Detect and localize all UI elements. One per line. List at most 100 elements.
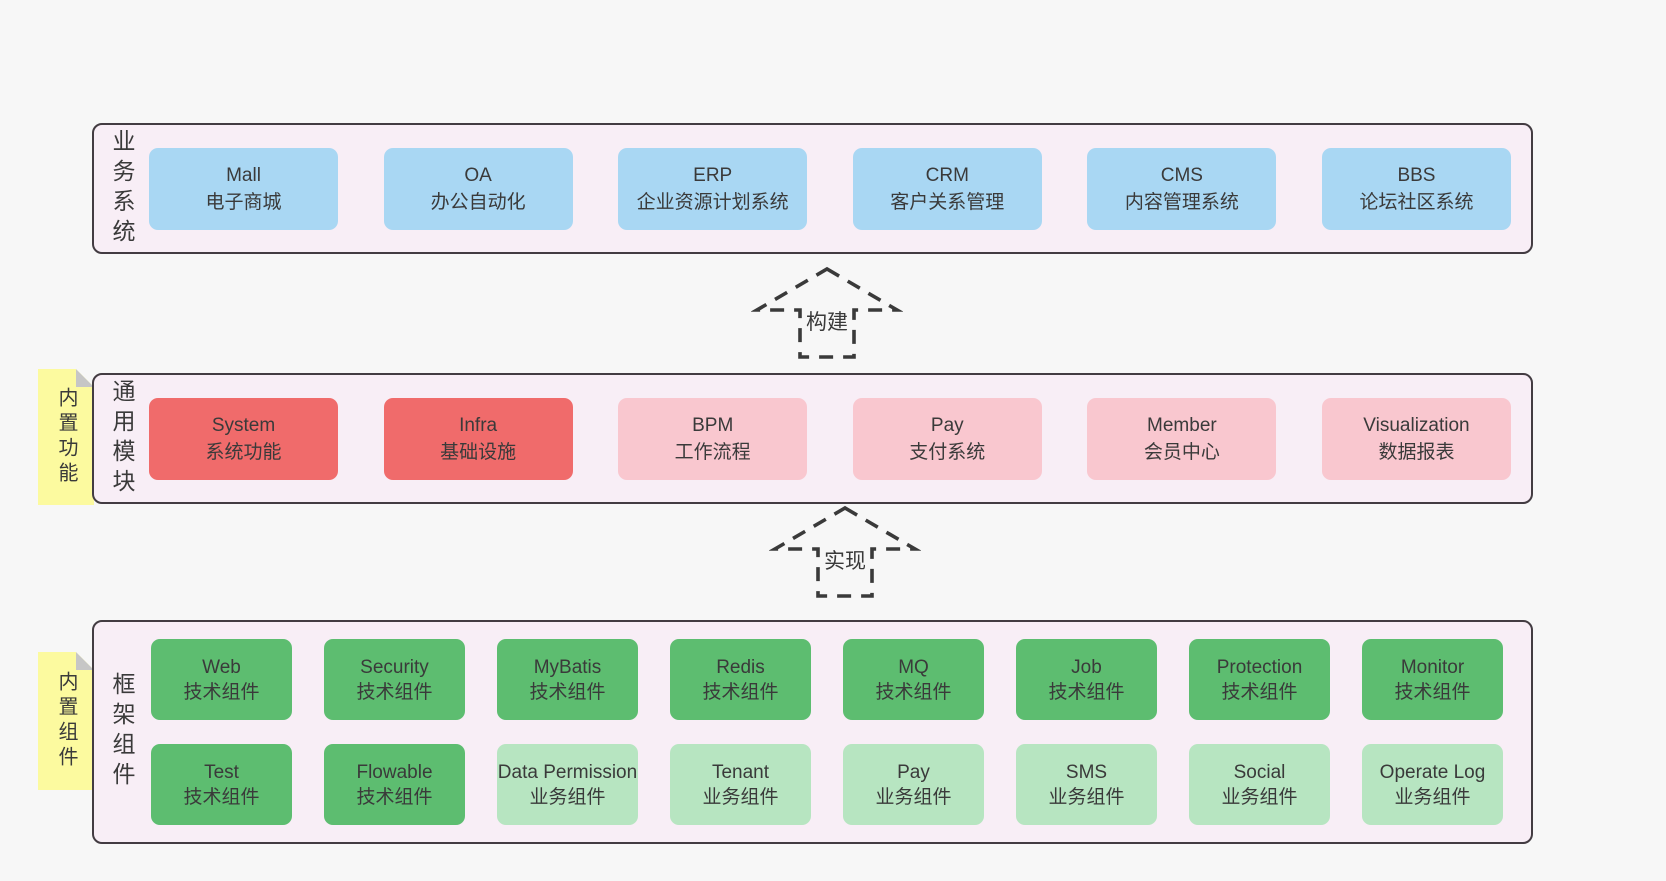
component-rows: Web 技术组件 Security 技术组件 MyBatis 技术组件 Redi… bbox=[137, 639, 1531, 825]
component-box-mq: MQ 技术组件 bbox=[843, 639, 984, 720]
box-title: MQ bbox=[898, 656, 929, 678]
box-title: Operate Log bbox=[1379, 761, 1486, 783]
box-subtitle: 技术组件 bbox=[529, 681, 606, 703]
box-title: ERP bbox=[693, 164, 733, 186]
box-title: SMS bbox=[1065, 761, 1108, 783]
module-box-system: System 系统功能 bbox=[149, 397, 338, 480]
component-box-flowable: Flowable 技术组件 bbox=[324, 744, 465, 825]
box-title: MyBatis bbox=[533, 656, 602, 678]
system-box-bbs: BBS 论坛社区系统 bbox=[1321, 147, 1511, 230]
box-subtitle: 技术组件 bbox=[1221, 681, 1298, 703]
system-box-mall: Mall 电子商城 bbox=[149, 147, 338, 230]
business-boxes-row: Mall 电子商城 OA 办公自动化 ERP 企业资源计划系统 CRM 客户关系… bbox=[137, 147, 1531, 230]
component-box-data-permission: Data Permission 业务组件 bbox=[497, 744, 638, 825]
box-subtitle: 技术组件 bbox=[356, 786, 433, 808]
box-title: Web bbox=[202, 656, 241, 678]
box-subtitle: 办公自动化 bbox=[430, 191, 526, 213]
component-row-1: Web 技术组件 Security 技术组件 MyBatis 技术组件 Redi… bbox=[151, 639, 1503, 720]
box-title: BPM bbox=[692, 414, 734, 436]
system-box-cms: CMS 内容管理系统 bbox=[1087, 147, 1277, 230]
box-subtitle: 系统功能 bbox=[205, 441, 282, 463]
component-box-web: Web 技术组件 bbox=[151, 639, 292, 720]
dashed-up-arrow-shape bbox=[751, 266, 903, 359]
box-subtitle: 业务组件 bbox=[1394, 786, 1471, 808]
band-label-common-modules: 通用模块 bbox=[109, 378, 135, 499]
box-subtitle: 业务组件 bbox=[1221, 786, 1298, 808]
arrow-up-implement: 实现 bbox=[769, 505, 921, 598]
box-subtitle: 业务组件 bbox=[529, 786, 606, 808]
band-common-modules: 通用模块 System 系统功能 Infra 基础设施 BPM 工作流程 Pay… bbox=[92, 373, 1533, 504]
component-box-pay: Pay 业务组件 bbox=[843, 744, 984, 825]
module-box-member: Member 会员中心 bbox=[1087, 397, 1277, 480]
box-title: Mall bbox=[226, 164, 261, 186]
component-box-test: Test 技术组件 bbox=[151, 744, 292, 825]
box-title: Redis bbox=[716, 656, 765, 678]
module-box-infra: Infra 基础设施 bbox=[383, 397, 573, 480]
box-subtitle: 企业资源计划系统 bbox=[636, 191, 789, 213]
box-title: Protection bbox=[1216, 656, 1303, 678]
box-subtitle: 技术组件 bbox=[702, 681, 779, 703]
component-box-tenant: Tenant 业务组件 bbox=[670, 744, 811, 825]
box-title: Tenant bbox=[711, 761, 770, 783]
dashed-up-arrow-shape bbox=[769, 505, 921, 598]
box-subtitle: 支付系统 bbox=[909, 441, 986, 463]
box-title: Data Permission bbox=[497, 761, 638, 783]
arrow-up-build: 构建 bbox=[751, 266, 903, 359]
box-subtitle: 客户关系管理 bbox=[890, 191, 1005, 213]
sticky-note-builtin-components: 内置组件 bbox=[38, 652, 94, 790]
component-box-sms: SMS 业务组件 bbox=[1016, 744, 1157, 825]
box-subtitle: 业务组件 bbox=[875, 786, 952, 808]
box-subtitle: 技术组件 bbox=[183, 681, 260, 703]
box-subtitle: 技术组件 bbox=[356, 681, 433, 703]
sticky-note-builtin-features: 内置功能 bbox=[38, 369, 94, 505]
box-title: Social bbox=[1233, 761, 1286, 783]
module-boxes-row: System 系统功能 Infra 基础设施 BPM 工作流程 Pay 支付系统… bbox=[137, 397, 1531, 480]
box-title: System bbox=[211, 414, 276, 436]
box-title: Test bbox=[204, 761, 239, 783]
module-box-bpm: BPM 工作流程 bbox=[618, 397, 808, 480]
box-title: Member bbox=[1147, 414, 1217, 436]
component-box-redis: Redis 技术组件 bbox=[670, 639, 811, 720]
box-subtitle: 工作流程 bbox=[674, 441, 751, 463]
box-subtitle: 会员中心 bbox=[1143, 441, 1220, 463]
box-title: Flowable bbox=[356, 761, 433, 783]
system-box-crm: CRM 客户关系管理 bbox=[852, 147, 1042, 230]
module-box-visualization: Visualization 数据报表 bbox=[1321, 397, 1511, 480]
box-title: Pay bbox=[930, 414, 964, 436]
component-box-security: Security 技术组件 bbox=[324, 639, 465, 720]
box-subtitle: 内容管理系统 bbox=[1124, 191, 1239, 213]
box-subtitle: 业务组件 bbox=[1048, 786, 1125, 808]
box-subtitle: 论坛社区系统 bbox=[1359, 191, 1474, 213]
box-subtitle: 技术组件 bbox=[183, 786, 260, 808]
system-box-oa: OA 办公自动化 bbox=[383, 147, 573, 230]
module-box-pay: Pay 支付系统 bbox=[852, 397, 1042, 480]
arrow-label-implement: 实现 bbox=[824, 550, 866, 573]
box-subtitle: 技术组件 bbox=[1048, 681, 1125, 703]
component-box-mybatis: MyBatis 技术组件 bbox=[497, 639, 638, 720]
system-box-erp: ERP 企业资源计划系统 bbox=[618, 147, 808, 230]
component-box-operate-log: Operate Log 业务组件 bbox=[1362, 744, 1503, 825]
box-title: BBS bbox=[1397, 164, 1436, 186]
box-title: Visualization bbox=[1363, 414, 1470, 436]
component-box-monitor: Monitor 技术组件 bbox=[1362, 639, 1503, 720]
box-title: Infra bbox=[459, 414, 498, 436]
box-subtitle: 技术组件 bbox=[875, 681, 952, 703]
box-subtitle: 业务组件 bbox=[702, 786, 779, 808]
band-label-business-systems: 业务系统 bbox=[109, 128, 135, 249]
component-box-protection: Protection 技术组件 bbox=[1189, 639, 1330, 720]
component-row-2: Test 技术组件 Flowable 技术组件 Data Permission … bbox=[151, 744, 1503, 825]
box-title: Security bbox=[360, 656, 429, 678]
box-subtitle: 数据报表 bbox=[1378, 441, 1455, 463]
sticky-note-label: 内置组件 bbox=[55, 671, 77, 771]
sticky-note-label: 内置功能 bbox=[55, 387, 77, 487]
arrow-label-build: 构建 bbox=[806, 311, 848, 334]
box-subtitle: 基础设施 bbox=[440, 441, 517, 463]
component-box-job: Job 技术组件 bbox=[1016, 639, 1157, 720]
box-title: OA bbox=[464, 164, 492, 186]
component-box-social: Social 业务组件 bbox=[1189, 744, 1330, 825]
box-subtitle: 技术组件 bbox=[1394, 681, 1471, 703]
box-title: CRM bbox=[925, 164, 969, 186]
box-title: Monitor bbox=[1400, 656, 1465, 678]
box-subtitle: 电子商城 bbox=[205, 191, 282, 213]
band-business-systems: 业务系统 Mall 电子商城 OA 办公自动化 ERP 企业资源计划系统 CRM… bbox=[92, 123, 1533, 254]
